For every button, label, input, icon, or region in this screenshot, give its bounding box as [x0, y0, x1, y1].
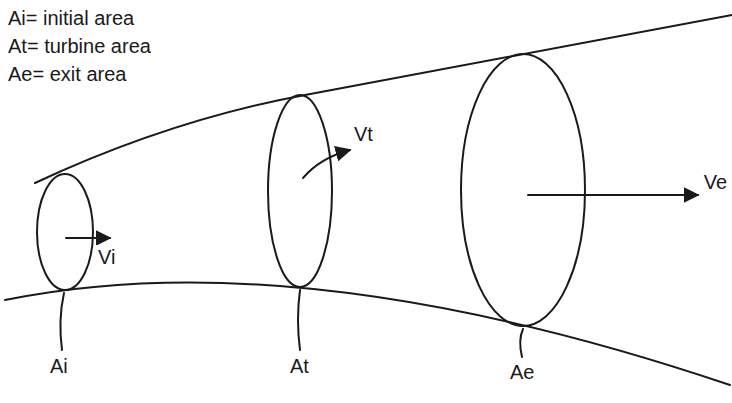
tube-bottom-wall	[5, 282, 730, 385]
leader-line	[520, 329, 523, 357]
velocity-arrow	[528, 194, 698, 196]
velocity-label: Ve	[702, 170, 729, 194]
area-label: At	[288, 354, 311, 378]
velocity-arrow	[66, 237, 110, 239]
exit-section	[461, 54, 585, 326]
velocity-label: Vi	[96, 245, 117, 269]
leader-line	[298, 290, 300, 350]
inlet-section	[37, 174, 93, 290]
velocity-label: Vt	[352, 122, 375, 146]
legend-note: Ai= initial area	[6, 6, 136, 30]
turbine-section	[268, 95, 332, 287]
area-label: Ai	[48, 354, 70, 378]
velocity-arrow	[303, 150, 350, 178]
area-label: Ae	[508, 360, 536, 384]
leader-line	[60, 293, 64, 350]
legend-note: Ae= exit area	[6, 62, 128, 86]
legend-note: At= turbine area	[6, 34, 153, 58]
